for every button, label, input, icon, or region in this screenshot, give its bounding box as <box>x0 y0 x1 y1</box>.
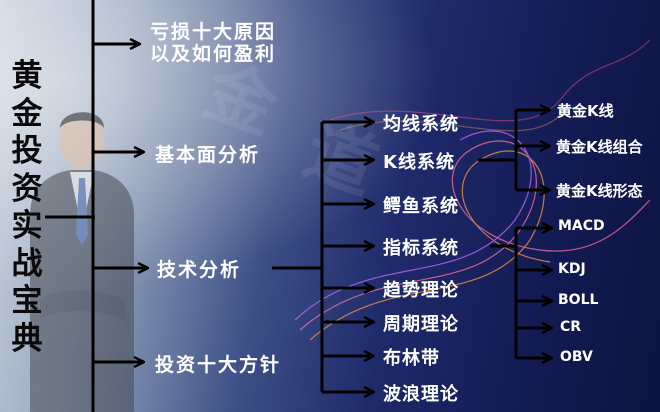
node-loss-reasons-line2: 以及如何盈利 <box>150 43 277 65</box>
node-indicator-system: 指标系统 <box>383 238 459 259</box>
title-char: 实 <box>11 208 43 244</box>
node-alligator-system: 鳄鱼系统 <box>383 196 459 217</box>
node-cycle-theory: 周期理论 <box>383 314 459 335</box>
node-boll: BOLL <box>558 292 599 308</box>
node-technical-analysis: 技术分析 <box>157 259 242 281</box>
node-fundamental-analysis: 基本面分析 <box>155 144 261 166</box>
title-char: 战 <box>11 245 43 282</box>
node-wave-theory: 波浪理论 <box>383 384 459 405</box>
node-gold-kline-combo: 黄金K线组合 <box>556 138 643 156</box>
node-gold-kline-pattern: 黄金K线形态 <box>556 182 643 200</box>
title-char: 资 <box>11 170 43 207</box>
node-obv: OBV <box>560 349 593 365</box>
title-char: 金 <box>11 95 43 132</box>
title-char: 投 <box>11 133 43 169</box>
node-investment-policy: 投资十大方针 <box>155 354 282 376</box>
node-loss-reasons: 亏损十大原因 以及如何盈利 <box>150 21 276 65</box>
node-kdj: KDJ <box>558 261 586 277</box>
node-bollinger: 布林带 <box>383 348 440 369</box>
node-ma-system: 均线系统 <box>383 114 459 135</box>
title-char: 宝 <box>11 283 43 319</box>
node-macd: MACD <box>558 218 605 234</box>
node-loss-reasons-line1: 亏损十大原因 <box>150 21 277 43</box>
title-char: 黄 <box>11 58 43 94</box>
node-trend-theory: 趋势理论 <box>383 280 459 301</box>
node-gold-kline: 黄金K线 <box>557 102 614 120</box>
businessman-silhouette <box>30 112 134 412</box>
node-kline-system: K线系统 <box>383 152 455 173</box>
title-char: 典 <box>11 320 43 357</box>
vertical-title: 黄 金 投 资 实 战 宝 典 <box>10 58 44 358</box>
node-cr: CR <box>560 319 582 335</box>
